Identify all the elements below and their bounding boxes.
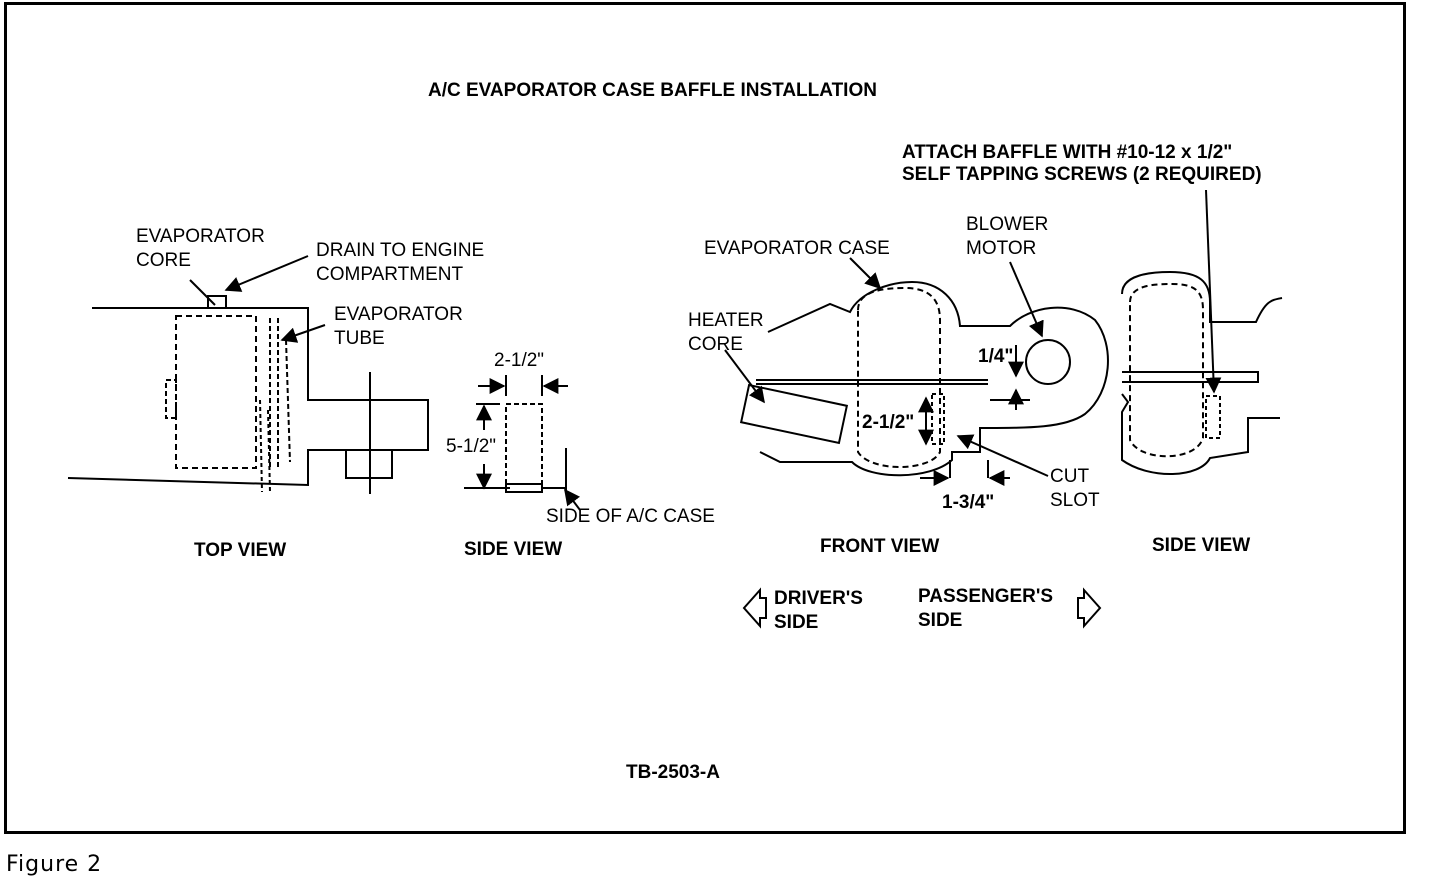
- side-view-left-drawing: [464, 375, 581, 511]
- passenger-side-2: SIDE: [918, 610, 962, 631]
- label-evaporator-core-2: CORE: [136, 250, 191, 271]
- passenger-side-1: PASSENGER'S: [918, 586, 1053, 607]
- left-arrow-icon: [742, 587, 767, 629]
- dim-2-1-2-front: 2-1/2": [862, 412, 914, 433]
- view-title-side-1: SIDE VIEW: [464, 539, 562, 560]
- right-arrow-icon: [1077, 587, 1102, 629]
- view-title-front: FRONT VIEW: [820, 536, 939, 557]
- label-evap-tube-2: TUBE: [334, 328, 385, 349]
- label-heater-core-1: HEATER: [688, 310, 764, 331]
- view-title-side-2: SIDE VIEW: [1152, 535, 1250, 556]
- driver-side-2: SIDE: [774, 612, 818, 633]
- attach-note-1: ATTACH BAFFLE WITH #10-12 x 1/2": [902, 142, 1232, 163]
- side-view-right-drawing: [1121, 189, 1283, 476]
- attach-note-2: SELF TAPPING SCREWS (2 REQUIRED): [902, 164, 1262, 185]
- label-heater-core-2: CORE: [688, 334, 743, 355]
- diagram-frame: [4, 2, 1406, 834]
- dim-2-1-2-side: 2-1/2": [494, 350, 544, 371]
- front-view-drawing: [724, 257, 1109, 486]
- drawing-code: TB-2503-A: [626, 762, 720, 783]
- view-title-top: TOP VIEW: [194, 540, 286, 561]
- top-view-drawing: [67, 255, 429, 494]
- label-evaporator-case: EVAPORATOR CASE: [704, 238, 890, 259]
- label-cut-slot-1: CUT: [1050, 466, 1089, 487]
- diagram-title: A/C EVAPORATOR CASE BAFFLE INSTALLATION: [428, 80, 877, 101]
- label-drain-2: COMPARTMENT: [316, 264, 463, 285]
- figure-caption: Figure 2: [6, 852, 103, 877]
- label-evaporator-core-1: EVAPORATOR: [136, 226, 265, 247]
- dim-1-3-4: 1-3/4": [942, 492, 994, 513]
- dim-1-4: 1/4": [978, 346, 1013, 367]
- label-side-of-ac-case: SIDE OF A/C CASE: [546, 506, 715, 527]
- label-blower-motor-1: BLOWER: [966, 214, 1048, 235]
- label-evap-tube-1: EVAPORATOR: [334, 304, 463, 325]
- dim-5-1-2: 5-1/2": [446, 436, 496, 457]
- label-blower-motor-2: MOTOR: [966, 238, 1036, 259]
- label-drain-1: DRAIN TO ENGINE: [316, 240, 484, 261]
- driver-side-1: DRIVER'S: [774, 588, 863, 609]
- label-cut-slot-2: SLOT: [1050, 490, 1100, 511]
